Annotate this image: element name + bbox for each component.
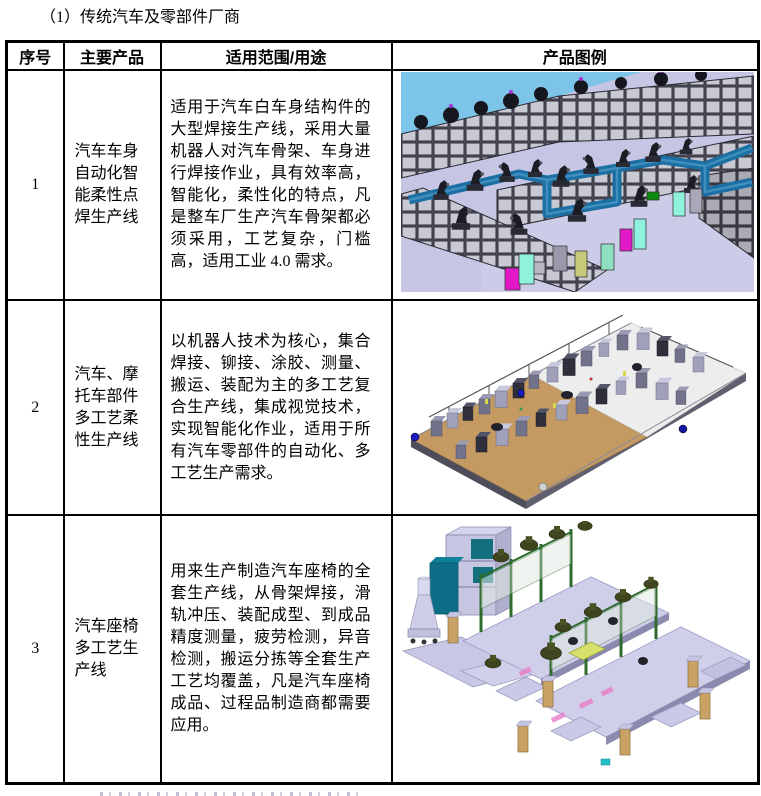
row1-figure-cell	[390, 69, 760, 301]
header-product: 主要产品	[62, 40, 162, 71]
row2-usage-text: 以机器人技术为核心，集合焊接、铆接、涂胶、测量、搬运、装配为主的多工艺复合生产线…	[170, 332, 371, 482]
multiprocess-line-render	[400, 309, 754, 509]
row3-product-text: 汽车座椅多工艺生产线	[74, 618, 139, 679]
row1-product: 汽车车身自动化智能柔性点焊生产线	[62, 69, 162, 301]
row3-product: 汽车座椅多工艺生产线	[62, 514, 162, 785]
seat-line-render	[400, 518, 752, 777]
row1-usage: 适用于汽车白车身结构件的大型焊接生产线，采用大量机器人对汽车骨架、车身进行焊接作…	[159, 69, 393, 301]
table-row: 2 汽车、摩托车部件多工艺柔性生产线 以机器人技术为核心，集合焊接、铆接、涂胶、…	[5, 299, 760, 516]
row2-index: 2	[5, 299, 65, 516]
header-row: 序号 主要产品 适用范围/用途 产品图例	[5, 40, 760, 71]
product-table: 序号 主要产品 适用范围/用途 产品图例 1 汽车车身自动化智能柔性点焊生产线 …	[5, 40, 760, 785]
header-usage: 适用范围/用途	[159, 40, 393, 71]
section-heading: （1）传统汽车及零部件厂商	[40, 9, 241, 26]
row2-usage: 以机器人技术为核心，集合焊接、铆接、涂胶、测量、搬运、装配为主的多工艺复合生产线…	[159, 299, 393, 516]
header-index: 序号	[5, 40, 65, 71]
row3-usage-text: 用来生产制造汽车座椅的全套生产线，从骨架焊接，滑轨冲压、装配成型、到成品精度测量…	[170, 563, 371, 734]
table-row: 1 汽车车身自动化智能柔性点焊生产线 适用于汽车白车身结构件的大型焊接生产线，采…	[5, 69, 760, 301]
product-figure-2	[400, 309, 758, 514]
row2-figure-cell	[390, 299, 760, 516]
table-row: 3 汽车座椅多工艺生产线 用来生产制造汽车座椅的全套生产线，从骨架焊接，滑轨冲压…	[5, 514, 760, 785]
row3-usage: 用来生产制造汽车座椅的全套生产线，从骨架焊接，滑轨冲压、装配成型、到成品精度测量…	[159, 514, 393, 785]
row1-usage-text: 适用于汽车白车身结构件的大型焊接生产线，采用大量机器人对汽车骨架、车身进行焊接作…	[170, 99, 371, 270]
row3-index: 3	[5, 514, 65, 785]
row2-product: 汽车、摩托车部件多工艺柔性生产线	[62, 299, 162, 516]
row3-figure-cell	[390, 514, 760, 785]
welding-line-render	[400, 69, 754, 293]
row1-product-text: 汽车车身自动化智能柔性点焊生产线	[74, 143, 139, 226]
row1-index: 1	[5, 69, 65, 301]
row2-product-text: 汽车、摩托车部件多工艺柔性生产线	[74, 365, 139, 449]
header-figure: 产品图例	[390, 40, 760, 71]
product-figure-1	[400, 69, 758, 297]
product-figure-3	[400, 518, 758, 782]
cropped-next-line-fragment	[100, 792, 365, 796]
